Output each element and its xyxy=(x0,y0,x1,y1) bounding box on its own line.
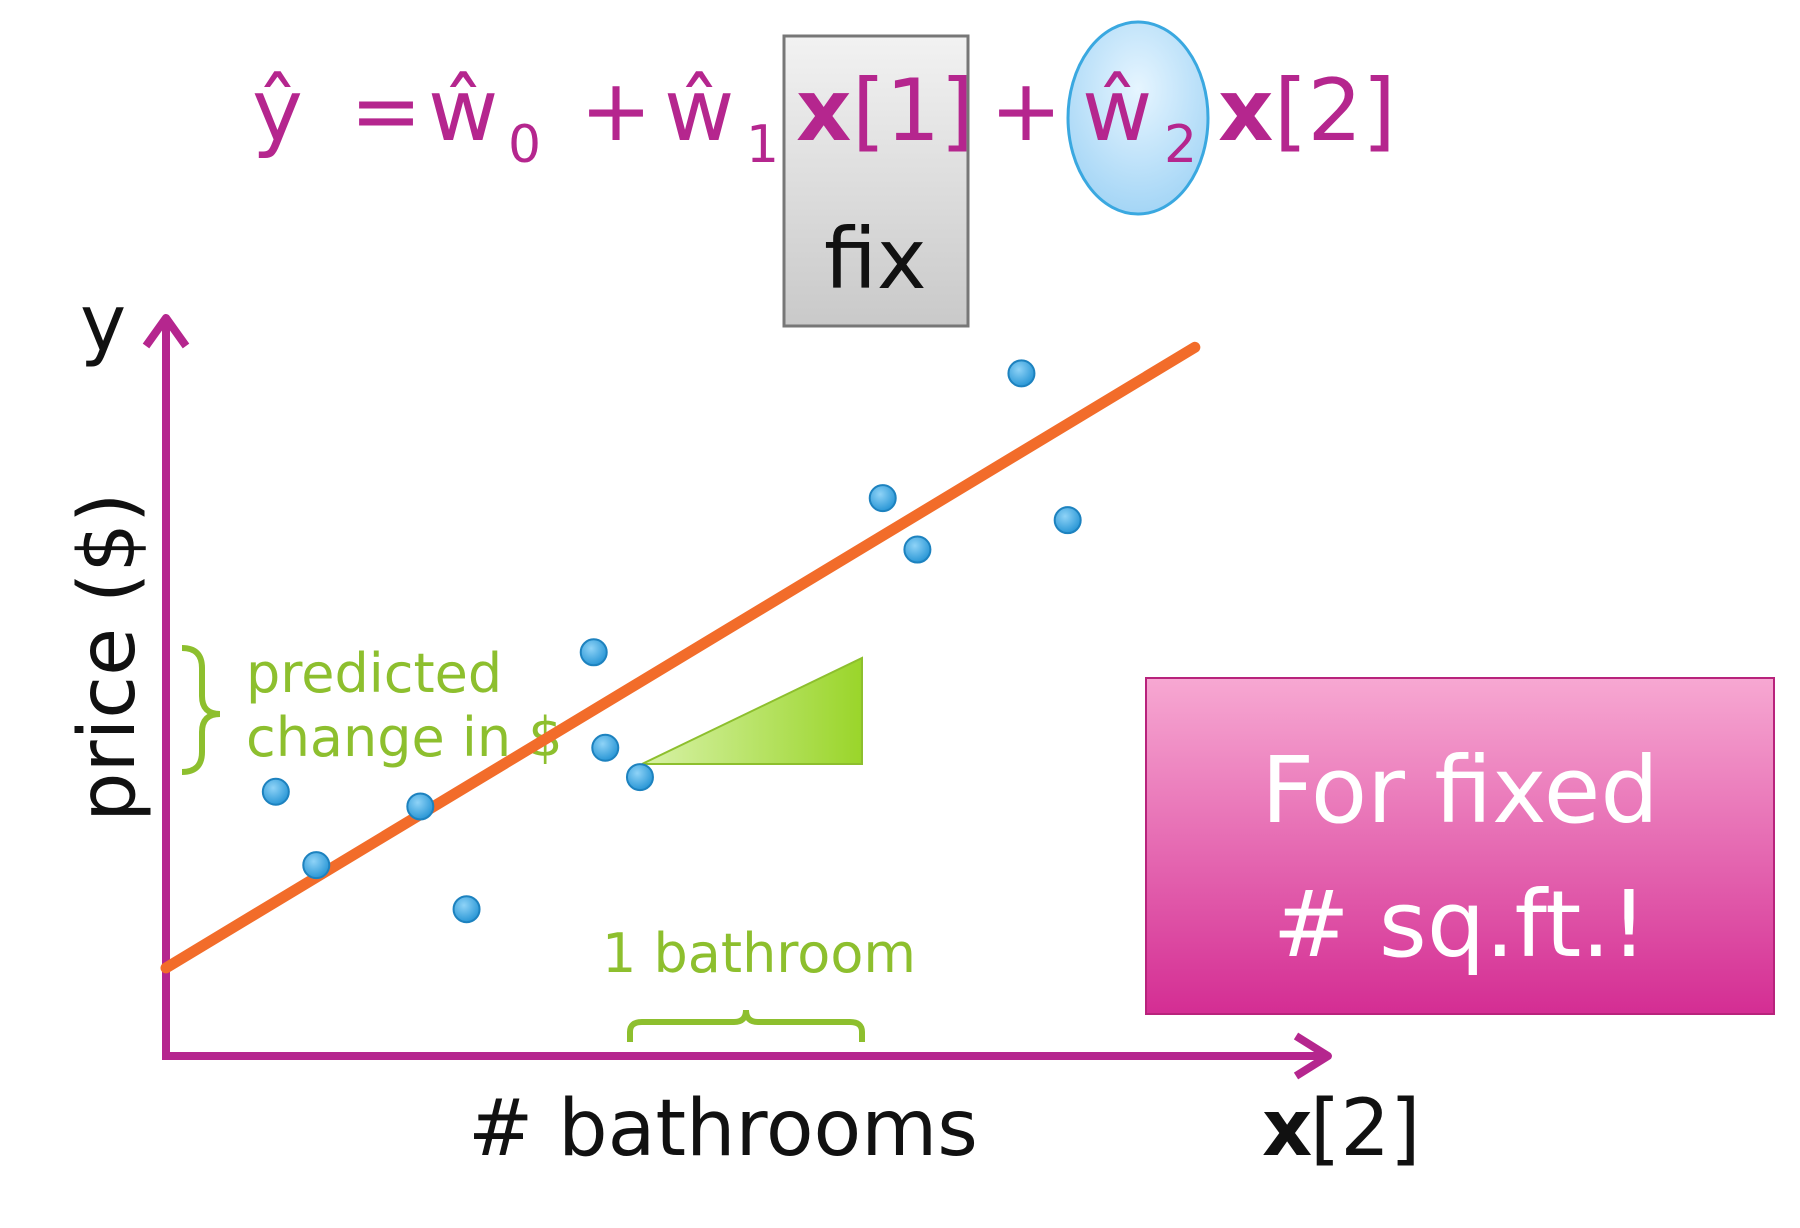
x2-index: [2] xyxy=(1274,61,1396,161)
data-point xyxy=(302,851,331,880)
x1-index: [1] xyxy=(852,61,974,161)
one-bathroom-brace xyxy=(627,1009,865,1042)
data-point xyxy=(406,792,435,821)
equals-sign: = xyxy=(350,61,422,161)
x-axis-symbol-index: [2] xyxy=(1310,1084,1421,1174)
data-point xyxy=(1053,506,1082,535)
one-bathroom-label: 1 bathroom xyxy=(602,922,916,985)
data-point xyxy=(579,638,608,667)
model-equation: ŷ = ŵ 0 + ŵ 1 x [1] + ŵ 2 x [2] fix xyxy=(252,20,1396,328)
data-point xyxy=(625,763,654,792)
fix-label: fix xyxy=(824,210,927,308)
x1-symbol: x xyxy=(796,61,851,161)
axes: y price ($) # bathrooms x [2] xyxy=(63,279,1421,1174)
data-point xyxy=(903,535,932,564)
data-point xyxy=(1007,359,1036,388)
y-axis-arrowhead xyxy=(142,314,190,349)
slope-annotation: predicted change in $ 1 bathroom xyxy=(181,642,916,1042)
w1-subscript: 1 xyxy=(746,115,779,175)
callout-line2: # sq.ft.! xyxy=(1273,871,1648,978)
x-axis-symbol: x xyxy=(1262,1084,1312,1174)
fixed-sqft-callout: For fixed # sq.ft.! xyxy=(1145,677,1775,1015)
x2-symbol: x xyxy=(1218,61,1273,161)
predicted-change-brace xyxy=(181,645,221,775)
w0-hat: ŵ xyxy=(428,61,498,161)
w0-subscript: 0 xyxy=(508,115,541,175)
x-axis-arrowhead xyxy=(1293,1032,1332,1080)
plot-area xyxy=(160,341,1201,974)
data-point xyxy=(591,733,620,762)
data-point xyxy=(868,484,897,513)
plus-sign-1: + xyxy=(580,61,652,161)
callout-line1: For fixed xyxy=(1261,737,1659,844)
data-point xyxy=(452,895,481,924)
y-hat: ŷ xyxy=(252,61,303,161)
x-axis-label: # bathrooms xyxy=(468,1084,978,1174)
callout-box xyxy=(1145,677,1775,1015)
w2-subscript: 2 xyxy=(1164,115,1197,175)
fix-box xyxy=(782,34,970,328)
w2-hat: ŵ xyxy=(1082,61,1152,161)
fitted-regression-line xyxy=(160,341,1201,974)
predicted-label-line1: predicted xyxy=(246,642,502,705)
y-axis-label: price ($) xyxy=(63,493,153,822)
w1-hat: ŵ xyxy=(664,61,734,161)
slope-triangle xyxy=(641,656,863,765)
data-point xyxy=(261,777,290,806)
plus-sign-2: + xyxy=(990,61,1062,161)
y-axis-symbol: y xyxy=(80,279,126,369)
w2-highlight-ellipse xyxy=(1066,20,1210,216)
